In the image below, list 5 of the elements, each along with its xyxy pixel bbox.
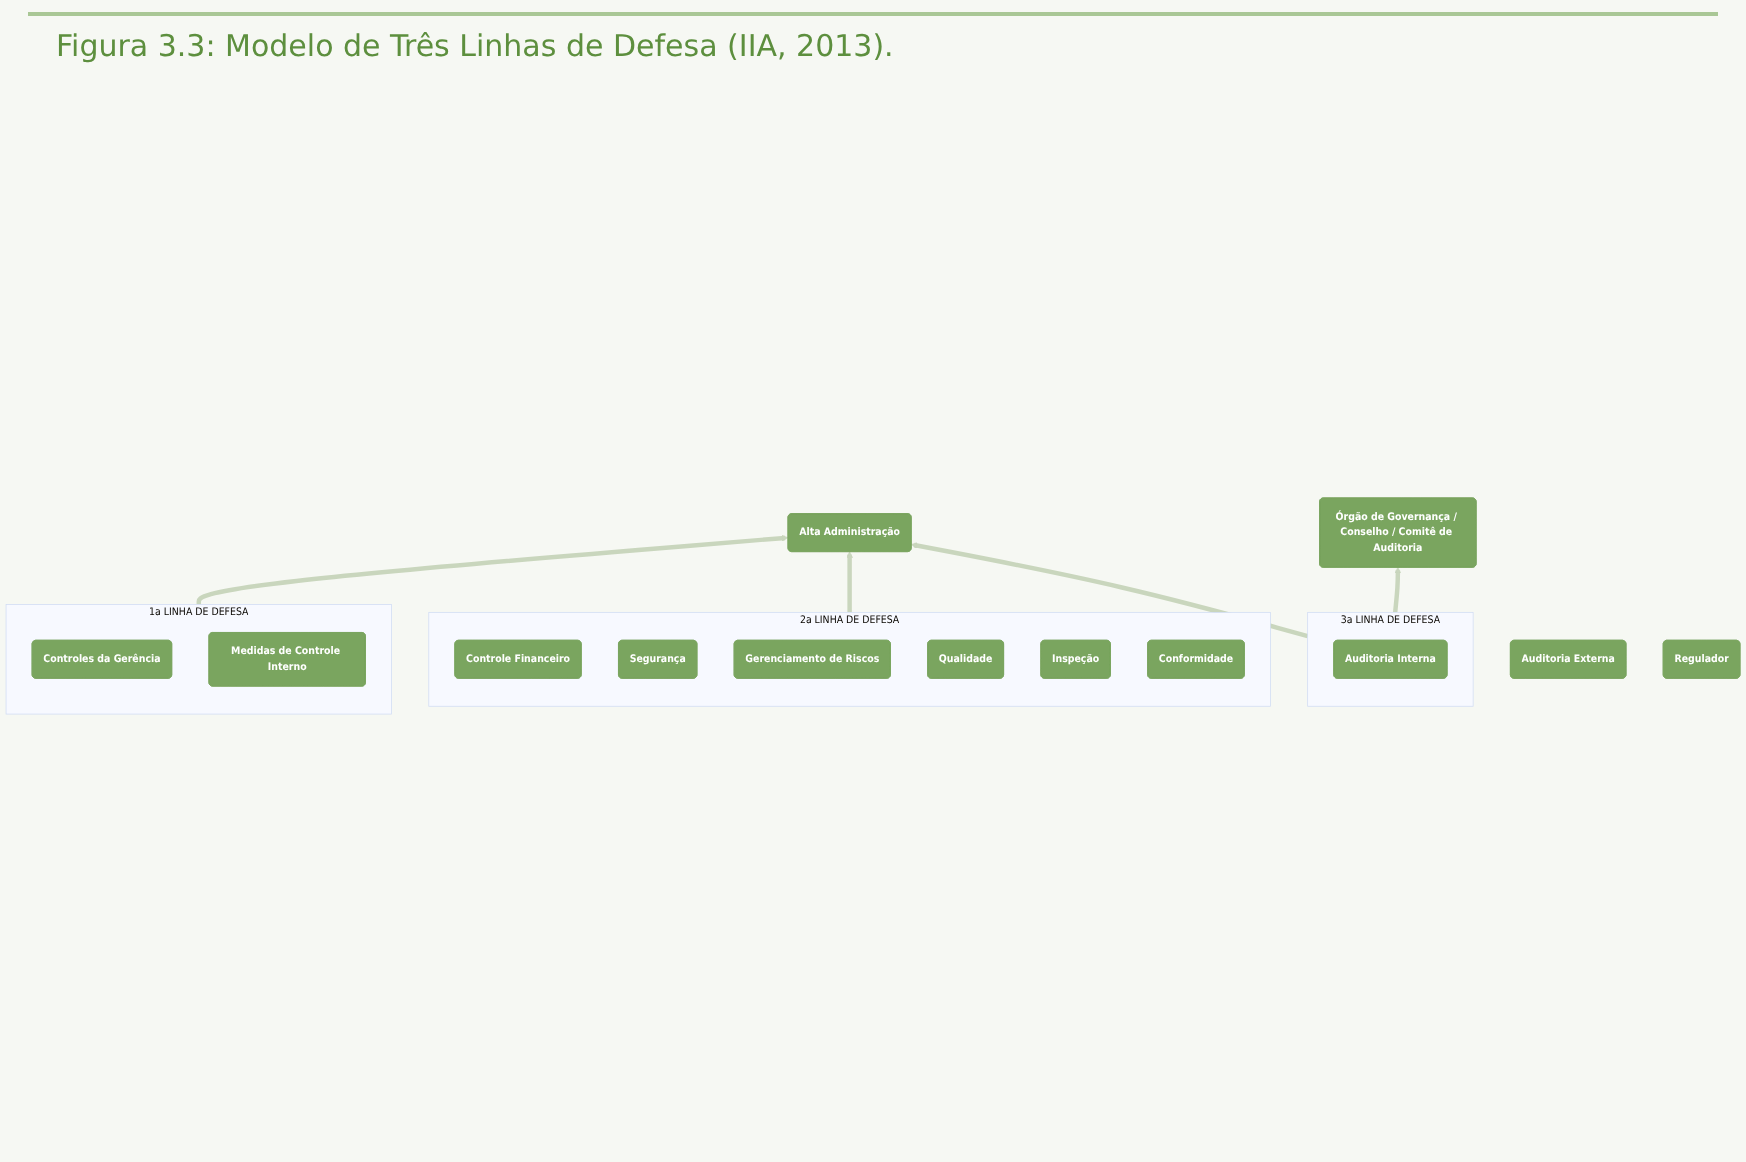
arrow bbox=[910, 542, 1309, 639]
arrow bbox=[1392, 566, 1402, 613]
figure-title: Figura 3.3: Modelo de Três Linhas de Defesa (IIA, 2013). bbox=[28, 12, 1718, 76]
arrow bbox=[196, 534, 789, 605]
arrow bbox=[846, 551, 853, 613]
